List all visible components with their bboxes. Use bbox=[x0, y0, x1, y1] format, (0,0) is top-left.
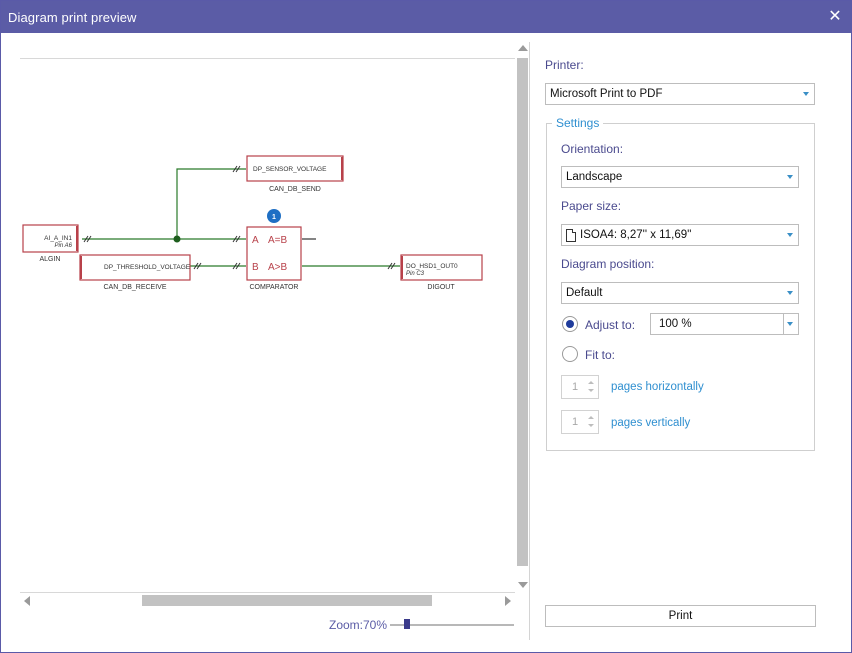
orientation-value: Landscape bbox=[566, 171, 623, 183]
pages-horizontally-value: 1 bbox=[572, 381, 579, 393]
adjust-to-label: Adjust to: bbox=[585, 318, 636, 332]
chevron-down-icon bbox=[787, 322, 793, 326]
printer-label: Printer: bbox=[545, 58, 584, 72]
adjust-to-radio[interactable] bbox=[562, 316, 578, 332]
block-digital-output[interactable]: DO_HSD1_OUT0 Pin C3 DIGOUT bbox=[400, 254, 483, 291]
combo-separator bbox=[783, 314, 784, 334]
chevron-down-icon bbox=[803, 92, 809, 96]
digout-sub: Pin C3 bbox=[406, 271, 425, 277]
wires bbox=[82, 168, 400, 267]
paper-size-value: ISOA4: 8,27'' x 11,69'' bbox=[580, 229, 692, 241]
comparator-port-b: B bbox=[252, 262, 259, 273]
ai-pin-sub: Pin A6 bbox=[55, 243, 73, 249]
vertical-scroll-thumb[interactable] bbox=[517, 58, 528, 566]
block-comparator[interactable]: A B A=B A>B COMPARATOR bbox=[246, 226, 302, 291]
sensor-label: DP_SENSOR_VOLTAGE bbox=[253, 166, 327, 173]
block-sensor-voltage[interactable]: DP_SENSOR_VOLTAGE CAN_DB_SEND bbox=[246, 155, 344, 193]
comparator-caption: COMPARATOR bbox=[249, 284, 298, 291]
orientation-label: Orientation: bbox=[561, 142, 624, 156]
printer-value: Microsoft Print to PDF bbox=[550, 88, 663, 100]
pages-vertically-label: pages vertically bbox=[611, 417, 691, 429]
adjust-to-value: 100 % bbox=[659, 318, 692, 330]
panel-divider bbox=[529, 42, 530, 640]
pages-horizontally-spinner[interactable]: 1 bbox=[561, 375, 599, 399]
zoom-label: Zoom:70% bbox=[329, 618, 388, 632]
spin-up-icon[interactable] bbox=[588, 381, 594, 384]
adjust-to-select[interactable]: 100 % bbox=[650, 313, 799, 335]
zoom-slider-thumb[interactable] bbox=[404, 619, 410, 629]
settings-legend: Settings bbox=[552, 116, 604, 130]
junction-dot bbox=[173, 235, 181, 243]
spin-down-icon[interactable] bbox=[588, 389, 594, 392]
ai-pin-label: AI_A_IN1 bbox=[44, 235, 72, 242]
document-icon bbox=[566, 229, 576, 242]
scroll-down-icon[interactable] bbox=[518, 582, 528, 588]
block-threshold-voltage[interactable]: DP_THRESHOLD_VOLTAGE CAN_DB_RECEIVE bbox=[79, 254, 191, 291]
diagram-svg: AI_A_IN1 Pin A6 ALGIN DP_SENSOR_VOLTAGE … bbox=[22, 155, 483, 291]
digout-caption: DIGOUT bbox=[427, 284, 455, 291]
diagram-position-label: Diagram position: bbox=[561, 257, 655, 271]
sensor-caption: CAN_DB_SEND bbox=[269, 186, 321, 193]
fit-to-label: Fit to: bbox=[585, 348, 616, 362]
pages-vertically-spinner[interactable]: 1 bbox=[561, 410, 599, 434]
ai-caption: ALGIN bbox=[39, 256, 60, 263]
paper-size-label: Paper size: bbox=[561, 199, 622, 213]
threshold-label: DP_THRESHOLD_VOLTAGE bbox=[104, 264, 191, 271]
horizontal-scroll-thumb[interactable] bbox=[142, 595, 432, 606]
spin-up-icon[interactable] bbox=[588, 416, 594, 419]
close-icon[interactable]: ✕ bbox=[828, 6, 842, 25]
orientation-select[interactable]: Landscape bbox=[561, 166, 799, 188]
print-button[interactable]: Print bbox=[545, 605, 816, 627]
settings-group bbox=[546, 123, 815, 451]
scroll-left-icon[interactable] bbox=[24, 596, 30, 606]
diagram-position-select[interactable]: Default bbox=[561, 282, 799, 304]
spin-down-icon[interactable] bbox=[588, 424, 594, 427]
pages-vertically-value: 1 bbox=[572, 416, 579, 428]
chevron-down-icon bbox=[787, 233, 793, 237]
comparator-port-a: A bbox=[252, 235, 259, 246]
vertical-scrollbar[interactable] bbox=[516, 42, 530, 590]
wire-bus-marks bbox=[83, 165, 396, 270]
comparator-out-gt: A>B bbox=[268, 262, 288, 273]
horizontal-scrollbar[interactable] bbox=[20, 592, 515, 607]
scroll-up-icon[interactable] bbox=[518, 45, 528, 51]
digout-label: DO_HSD1_OUT0 bbox=[406, 263, 458, 270]
comparator-badge: 1 bbox=[267, 209, 281, 223]
wire-ai-to-sensor bbox=[176, 168, 246, 239]
block-analog-input[interactable]: AI_A_IN1 Pin A6 ALGIN bbox=[22, 224, 79, 263]
diagram-position-value: Default bbox=[566, 287, 603, 299]
paper-size-select[interactable]: ISOA4: 8,27'' x 11,69'' bbox=[561, 224, 799, 246]
title-bar: Diagram print preview ✕ bbox=[1, 1, 851, 33]
window-title: Diagram print preview bbox=[8, 10, 137, 25]
chevron-down-icon bbox=[787, 291, 793, 295]
scroll-right-icon[interactable] bbox=[505, 596, 511, 606]
fit-to-radio[interactable] bbox=[562, 346, 578, 362]
chevron-down-icon bbox=[787, 175, 793, 179]
diagram-preview-canvas[interactable]: AI_A_IN1 Pin A6 ALGIN DP_SENSOR_VOLTAGE … bbox=[20, 58, 515, 588]
printer-select[interactable]: Microsoft Print to PDF bbox=[545, 83, 815, 105]
comparator-out-eq: A=B bbox=[268, 235, 288, 246]
comparator-badge-number: 1 bbox=[272, 214, 276, 221]
pages-horizontally-label: pages horizontally bbox=[611, 381, 704, 393]
zoom-slider-track[interactable] bbox=[390, 624, 514, 626]
threshold-caption: CAN_DB_RECEIVE bbox=[103, 284, 166, 291]
